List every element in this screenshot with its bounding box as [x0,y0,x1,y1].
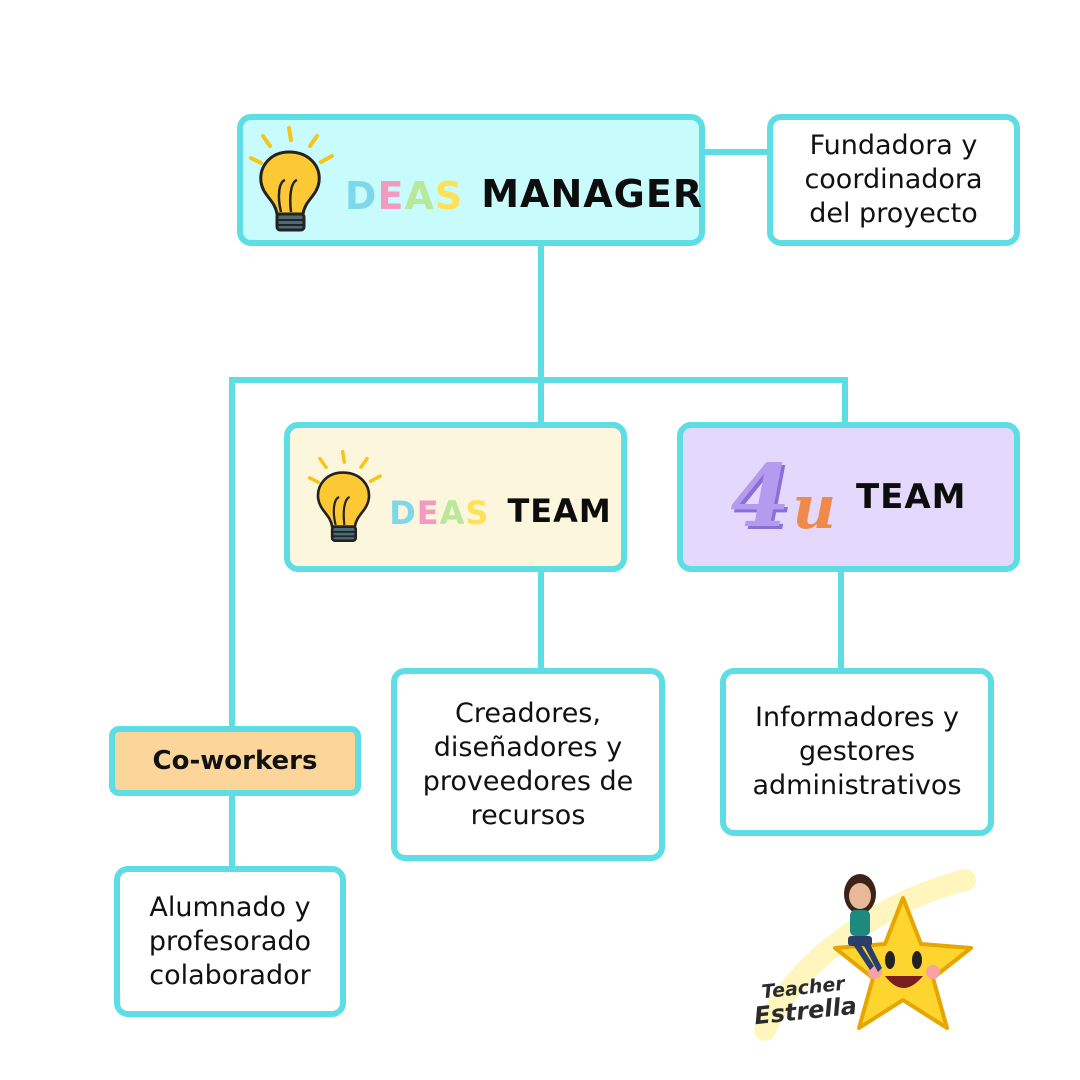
teacher-estrella-logo: Teacher Estrella [735,860,985,1050]
ideas-team-word: TEAM [507,492,612,530]
four-u-number: 4 [730,446,791,547]
coworkers-label: Co-workers [152,746,318,776]
four-u-team-description-box: Informadores y gestores administrativos [720,668,994,836]
ideas-manager-box: DEAS MANAGER [237,114,705,246]
avatar [844,874,882,972]
manager-description-box: Fundadora y coordinadora del proyecto [767,114,1020,246]
coworkers-box: Co-workers [109,726,361,796]
four-u-team-description: Informadores y gestores administrativos [752,702,962,801]
four-u-team-box: 4 u TEAM [677,422,1020,572]
manager-word: MANAGER [481,172,704,216]
lightbulb-icon [307,449,383,542]
coworkers-description: Alumnado y profesorado colaborador [148,891,312,991]
four-u-team-word: TEAM [855,477,967,517]
ideas-team-description-box: Creadores, diseñadores y proveedores de … [391,668,665,861]
ideas-team-box: DEAS TEAM [284,422,627,572]
logo-text: Teacher Estrella [752,972,859,1031]
ideas-manager-title: DEAS MANAGER [239,124,703,236]
four-u-letter: u [792,473,836,543]
ideas-team-title: DEAS TEAM [299,448,612,546]
deas-letters: DEAS [344,174,464,218]
manager-description: Fundadora y coordinadora del proyecto [804,130,983,229]
four-u-team-title: 4 u TEAM [730,454,966,540]
star-mascot-icon [754,869,976,1041]
deas-letters: DEAS [389,494,490,532]
coworkers-description-box: Alumnado y profesorado colaborador [114,866,346,1017]
ideas-team-description: Creadores, diseñadores y proveedores de … [422,697,634,831]
lightbulb-icon [248,126,334,232]
